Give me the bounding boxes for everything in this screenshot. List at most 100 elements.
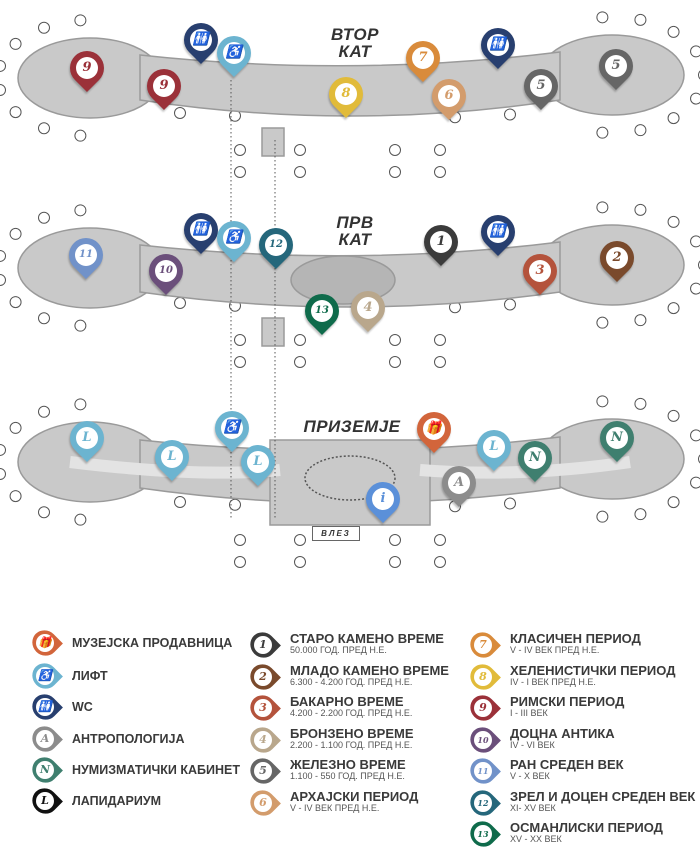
pin-period-3[interactable]: 3 bbox=[515, 246, 565, 296]
pin-period-9[interactable]: 9 bbox=[139, 61, 189, 111]
period-title: РИМСКИ ПЕРИОД bbox=[510, 694, 625, 709]
period-dates: IV - I ВЕК ПРЕД Н.Е. bbox=[510, 676, 596, 687]
period-dates: 1.100 - 550 ГОД. ПРЕД Н.Е. bbox=[290, 771, 405, 781]
gift-icon: 🎁 bbox=[36, 634, 54, 652]
period-title: ХЕЛЕНИСТИЧКИ ПЕРИОД bbox=[510, 662, 676, 678]
pin-period-13[interactable]: 13 bbox=[297, 286, 347, 336]
pin-period-7[interactable]: 7 bbox=[398, 33, 448, 83]
period-pin-icon: 3 bbox=[245, 690, 281, 726]
pin-numismatics[interactable]: N bbox=[592, 413, 642, 463]
pin-wc[interactable]: 🚻 bbox=[473, 207, 523, 257]
pin-period-5[interactable]: 5 bbox=[591, 41, 641, 91]
period-title: БАКАРНО ВРЕМЕ bbox=[290, 694, 404, 709]
pin-numismatics[interactable]: N bbox=[510, 433, 560, 483]
period-dates: V - IV ВЕК ПРЕД Н.Е. bbox=[290, 802, 380, 813]
pin-lapidarium[interactable]: L bbox=[469, 422, 519, 472]
period-pin-icon: 1 bbox=[245, 627, 281, 663]
period-dates: 50.000 ГОД. ПРЕД Н.Е. bbox=[290, 645, 387, 655]
period-title: ДОЦНА АНТИКА bbox=[510, 725, 615, 741]
period-title: АРХАЈСКИ ПЕРИОД bbox=[290, 788, 419, 804]
period-dates: 2.200 - 1.100 ГОД. ПРЕД Н.Е. bbox=[290, 739, 413, 750]
period-pin-icon: 6 bbox=[245, 784, 281, 821]
period-pin-icon: 9 bbox=[465, 690, 501, 726]
wc-icon: 🚻 bbox=[190, 29, 212, 51]
period-title: МЛАДО КАМЕНО ВРЕМЕ bbox=[290, 662, 449, 678]
pin-lapidarium[interactable]: L bbox=[147, 432, 197, 482]
pin-lapidarium[interactable]: L bbox=[233, 437, 283, 487]
wheelchair-icon: ♿ bbox=[223, 42, 245, 64]
period-title: КЛАСИЧЕН ПЕРИОД bbox=[510, 631, 641, 646]
pin-period-5[interactable]: 5 bbox=[516, 61, 566, 111]
pin-period-4[interactable]: 4 bbox=[343, 283, 393, 333]
wc-icon: 🚻 bbox=[36, 698, 54, 716]
pin-period-1[interactable]: 1 bbox=[416, 217, 466, 267]
wc-icon: 🚻 bbox=[190, 219, 212, 241]
period-pin-icon: 4 bbox=[245, 721, 281, 758]
gift-icon: 🎁 bbox=[423, 418, 445, 440]
entrance-label: ВЛЕЗ bbox=[312, 526, 360, 541]
period-title: БРОНЗЕНО ВРЕМЕ bbox=[290, 725, 414, 741]
pin-lift[interactable]: ♿ bbox=[209, 28, 259, 78]
pin-period-2[interactable]: 2 bbox=[592, 233, 642, 283]
period-pin-icon: 2 bbox=[245, 658, 281, 695]
period-pin-icon: 11 bbox=[465, 753, 501, 789]
period-dates: XI- XV ВЕК bbox=[510, 802, 556, 813]
first-floor-plan bbox=[17, 224, 685, 347]
legend-item-shop: 🎁МУЗЕЈСКА ПРОДАВНИЦА bbox=[27, 625, 232, 661]
period-title: СТАРО КАМЕНО ВРЕМЕ bbox=[290, 631, 444, 646]
period-pin-icon: 10 bbox=[465, 721, 501, 758]
pin-wc[interactable]: 🚻 bbox=[176, 205, 226, 255]
period-dates: 4.200 - 2.200 ГОД. ПРЕД Н.Е. bbox=[290, 708, 413, 718]
pin-info[interactable]: i bbox=[358, 474, 408, 524]
period-title: РАН СРЕДЕН ВЕК bbox=[510, 757, 624, 772]
legend-item-wc: 🚻WC bbox=[27, 689, 93, 725]
wheelchair-icon: ♿ bbox=[223, 227, 245, 249]
pin-lapidarium[interactable]: L bbox=[62, 413, 112, 463]
pin-lift[interactable]: ♿ bbox=[207, 403, 257, 453]
wheelchair-icon: ♿ bbox=[221, 417, 243, 439]
legend-item-lift: ♿ЛИФТ bbox=[27, 658, 108, 694]
pin-lift[interactable]: ♿ bbox=[209, 213, 259, 263]
pin-period-8[interactable]: 8 bbox=[321, 69, 371, 119]
pin-wc[interactable]: 🚻 bbox=[176, 15, 226, 65]
period-pin-icon: 5 bbox=[245, 753, 281, 789]
pin-period-6[interactable]: 6 bbox=[424, 71, 474, 121]
pin-period-9[interactable]: 9 bbox=[62, 43, 112, 93]
pin-museum-shop[interactable]: 🎁 bbox=[409, 404, 459, 454]
period-title: ЖЕЛЕЗНО ВРЕМЕ bbox=[290, 757, 406, 772]
pin-period-11[interactable]: 11 bbox=[61, 230, 111, 280]
columns bbox=[0, 11, 700, 568]
pin-period-12[interactable]: 12 bbox=[251, 220, 301, 270]
pin-wc[interactable]: 🚻 bbox=[473, 20, 523, 70]
pin-period-10[interactable]: 10 bbox=[141, 246, 191, 296]
period-dates: 6.300 - 4.200 ГОД. ПРЕД Н.Е. bbox=[290, 676, 413, 687]
period-dates: XV - XX ВЕК bbox=[510, 834, 562, 844]
wc-icon: 🚻 bbox=[487, 221, 509, 243]
period-title: ЗРЕЛ И ДОЦЕН СРЕДЕН ВЕК bbox=[510, 788, 696, 804]
wheelchair-icon: ♿ bbox=[36, 667, 54, 685]
pin-anthropology[interactable]: A bbox=[434, 458, 484, 508]
period-pin-icon: 7 bbox=[465, 627, 501, 663]
period-dates: V - X ВЕК bbox=[510, 771, 550, 781]
floor-title-ground: ПРИЗЕМЈЕ bbox=[303, 417, 401, 436]
period-title: ОСМАНЛИСКИ ПЕРИОД bbox=[510, 820, 663, 835]
period-pin-icon: 8 bbox=[465, 658, 501, 695]
period-dates: IV - VI ВЕК bbox=[510, 739, 555, 750]
period-dates: I - III ВЕК bbox=[510, 708, 548, 718]
